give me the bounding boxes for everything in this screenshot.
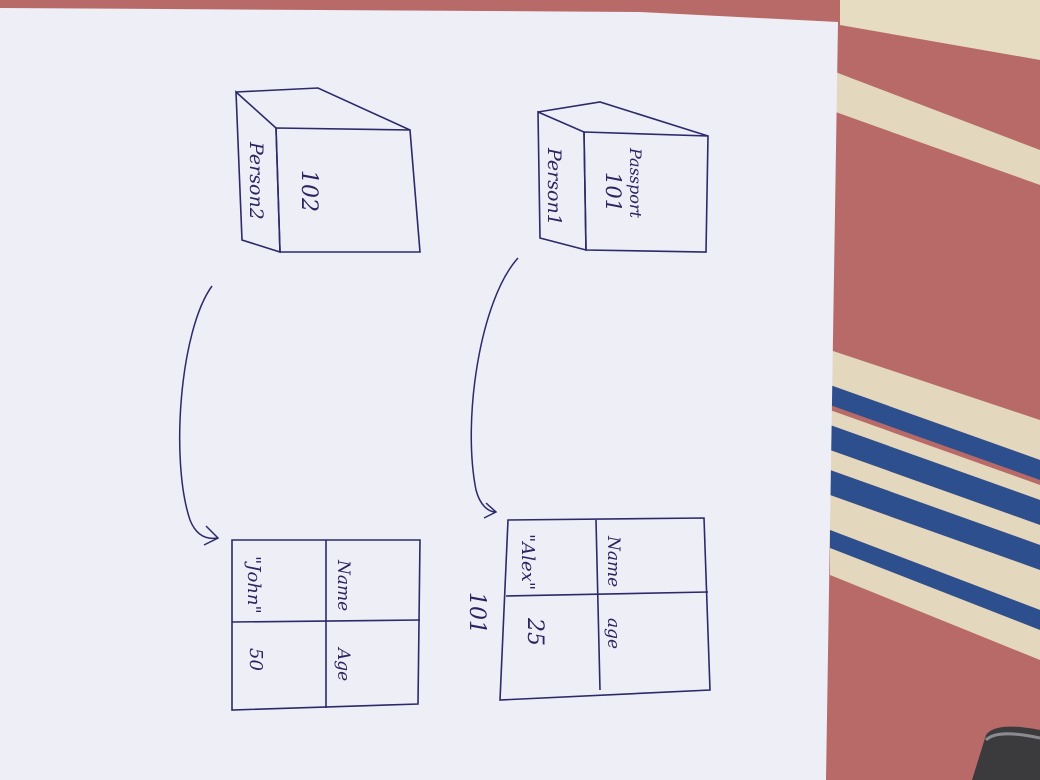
table-left-value-age: 50 [245,648,266,671]
object-box-right [537,101,709,253]
table-right-value-age: 25 [522,617,547,646]
table-right-header-age: age [603,618,623,649]
object-right-id-label: 101 [601,172,625,212]
object-right-class-label: Person1 [543,147,565,226]
object-left-id-label: 102 [296,170,321,212]
phone-edge-highlight [984,732,1040,742]
table-left [231,539,421,711]
table-right-caption: 101 [464,592,489,634]
rug-stripes [830,0,1040,660]
table-left-value-name: "John" [243,556,264,614]
arrow-left [178,285,220,546]
object-box-left [235,87,421,254]
table-right [499,517,711,701]
object-left-class-label: Person2 [245,141,267,220]
paper-sheet [0,8,838,780]
table-right-value-name: "Alex" [517,534,538,590]
phone-edge [972,726,1040,780]
arrow-right [470,257,519,519]
object-right-header-label: Passport [626,147,645,219]
table-left-header-name: Name [333,559,353,611]
table-right-header-name: Name [603,535,623,587]
table-left-header-age: Age [333,646,353,681]
